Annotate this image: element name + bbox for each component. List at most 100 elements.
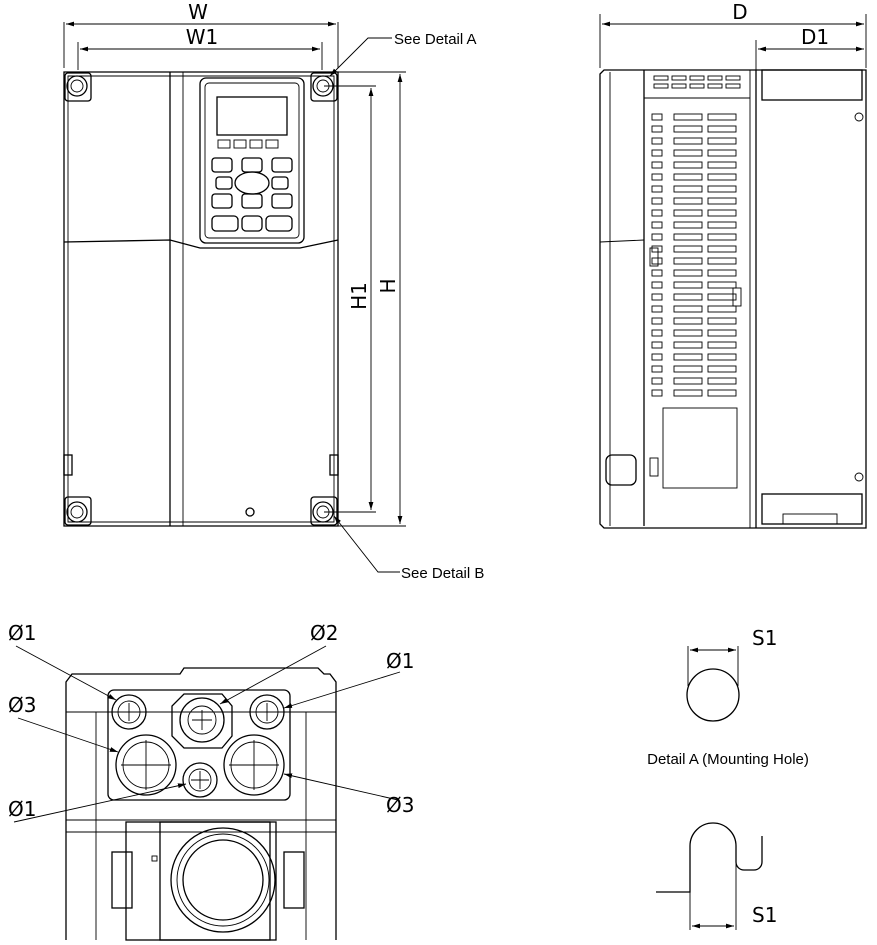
vent-slot: [707, 377, 737, 385]
vent-slot: [707, 197, 737, 205]
phi1-label-top-right: Ø1: [386, 649, 414, 673]
vent-slot-small: [651, 245, 663, 253]
vent-slot: [707, 341, 737, 349]
front-view: W W1: [63, 0, 484, 582]
vent-slot-small: [651, 281, 663, 289]
vent-slot: [673, 221, 703, 229]
phi1-label-bottom: Ø1: [8, 797, 36, 821]
vent-slot: [673, 113, 703, 121]
vent-slot-small: [651, 113, 663, 121]
vent-slot-small: [651, 389, 663, 397]
detail-b-s1-label: S1: [752, 903, 777, 927]
vent-slot-small: [651, 305, 663, 313]
vent-slot-small: [651, 341, 663, 349]
vent-slot: [707, 245, 737, 253]
vent-slot: [673, 389, 703, 397]
conduit-phi1-top-right: [249, 694, 285, 730]
phi1-label-top-left: Ø1: [8, 621, 36, 645]
vent-slot: [707, 353, 737, 361]
vent-slot: [673, 257, 703, 265]
vent-slot: [673, 353, 703, 361]
side-view: D D1: [599, 0, 867, 529]
dim-h-label: H: [376, 278, 400, 293]
dim-h1-label: H1: [347, 282, 371, 310]
vent-slot: [707, 185, 737, 193]
vent-slot: [707, 209, 737, 217]
detail-b: S1: [656, 822, 777, 930]
phi3-label-left: Ø3: [8, 693, 36, 717]
vent-slot: [707, 149, 737, 157]
conduit-phi1-bottom: [182, 762, 218, 798]
vent-slot: [707, 221, 737, 229]
vent-slot: [673, 125, 703, 133]
vent-slot: [707, 329, 737, 337]
conduit-phi3-right: [223, 734, 285, 796]
vent-slot-small: [651, 233, 663, 241]
vent-slot-small: [651, 209, 663, 217]
vent-slot: [673, 293, 703, 301]
vent-slot-small: [651, 221, 663, 229]
vent-slot: [673, 233, 703, 241]
vent-slot: [673, 269, 703, 277]
vent-slot: [707, 173, 737, 181]
vent-slot-small: [651, 293, 663, 301]
vent-slot-small: [651, 185, 663, 193]
vent-slot-small: [651, 125, 663, 133]
vent-slot-small: [651, 197, 663, 205]
vent-slot-small: [651, 353, 663, 361]
vent-slot-small: [651, 161, 663, 169]
vent-slot: [707, 281, 737, 289]
side-vents: [651, 113, 737, 397]
vent-slot: [673, 197, 703, 205]
dim-w-label: W: [188, 0, 208, 24]
vent-slot-small: [651, 137, 663, 145]
vent-slot: [707, 305, 737, 313]
vent-slot: [707, 125, 737, 133]
vent-slot: [707, 317, 737, 325]
vent-slot: [673, 209, 703, 217]
conduit-phi3-left: [115, 734, 177, 796]
vent-slot: [707, 233, 737, 241]
vent-slot-small: [651, 173, 663, 181]
dim-d1-label: D1: [801, 25, 829, 49]
vent-slot-small: [651, 329, 663, 337]
vent-slot-small: [651, 149, 663, 157]
dim-w1-label: W1: [186, 25, 219, 49]
vent-slot: [673, 329, 703, 337]
conduit-phi1-top-left: [111, 694, 147, 730]
vent-slot: [673, 185, 703, 193]
vent-slot: [707, 269, 737, 277]
detail-a: S1 Detail A (Mounting Hole): [647, 626, 809, 768]
vent-slot: [673, 281, 703, 289]
see-detail-a-label: See Detail A: [394, 31, 477, 48]
vent-slot: [707, 257, 737, 265]
bottom-view: Ø1 Ø2 Ø1 Ø3 Ø1 Ø3: [8, 621, 414, 941]
vent-slot: [707, 365, 737, 373]
vent-slot-small: [651, 317, 663, 325]
vent-slot: [673, 377, 703, 385]
vent-slot: [673, 365, 703, 373]
dim-d-label: D: [732, 0, 747, 24]
vent-slot: [673, 161, 703, 169]
phi3-label-right: Ø3: [386, 793, 414, 817]
vent-slot-small: [651, 377, 663, 385]
vent-slot: [673, 305, 703, 313]
vent-slot: [673, 173, 703, 181]
vent-slot: [673, 137, 703, 145]
vent-slot: [707, 137, 737, 145]
vent-slot-small: [651, 269, 663, 277]
vent-slot: [707, 293, 737, 301]
vent-slot: [673, 317, 703, 325]
phi2-label: Ø2: [310, 621, 338, 645]
detail-a-s1-label: S1: [752, 626, 777, 650]
vent-slot: [673, 341, 703, 349]
vent-slot: [707, 113, 737, 121]
vent-slot: [707, 161, 737, 169]
vent-slot-small: [651, 257, 663, 265]
detail-a-caption: Detail A (Mounting Hole): [647, 751, 809, 768]
vent-slot: [673, 245, 703, 253]
vent-slot-small: [651, 365, 663, 373]
see-detail-b-label: See Detail B: [401, 565, 484, 582]
vent-slot: [707, 389, 737, 397]
